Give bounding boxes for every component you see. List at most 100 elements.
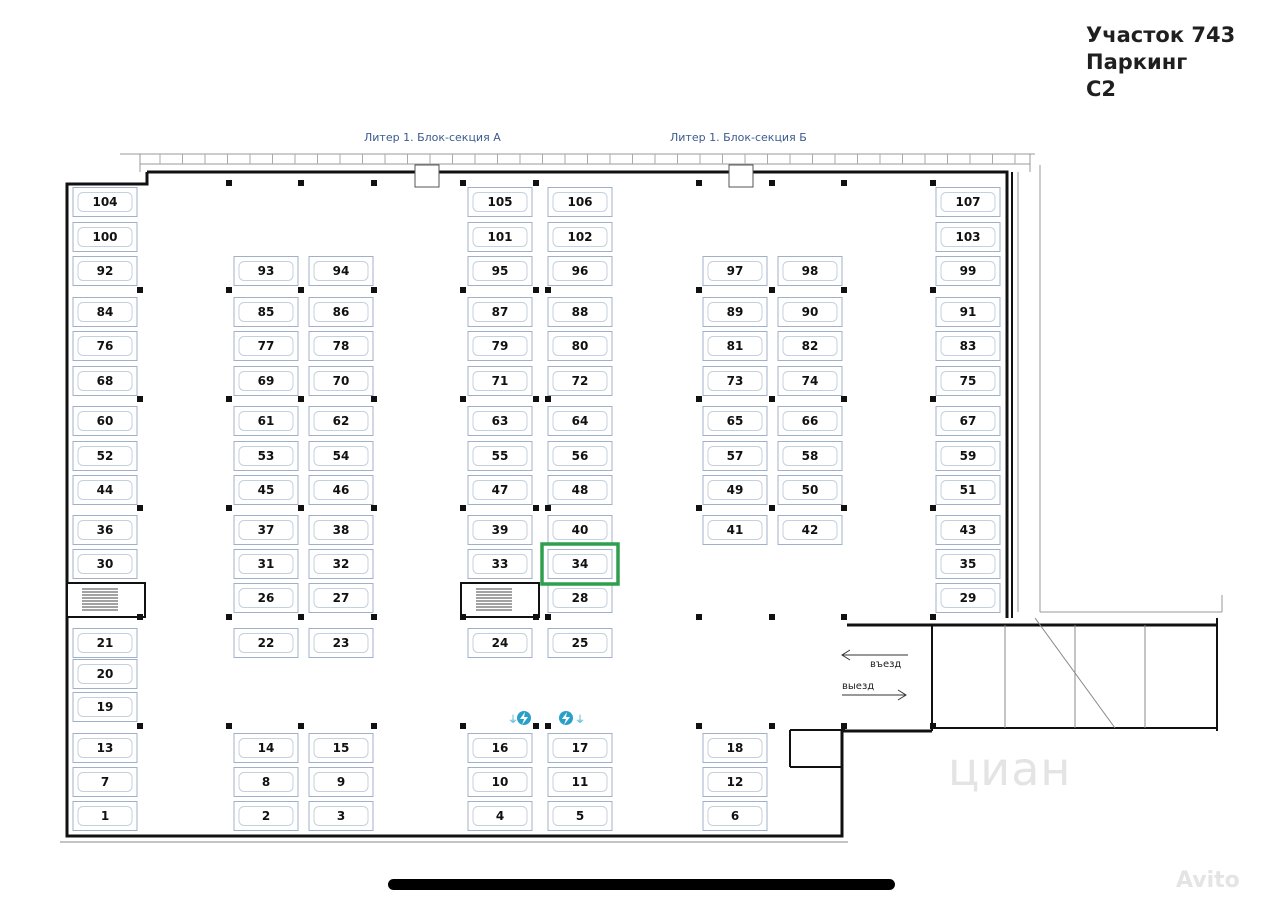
parking-spot-47[interactable]: 47 <box>467 475 533 505</box>
parking-spot-49[interactable]: 49 <box>702 475 768 505</box>
parking-spot-25[interactable]: 25 <box>547 628 613 658</box>
parking-spot-81[interactable]: 81 <box>702 331 768 361</box>
parking-spot-99[interactable]: 99 <box>935 256 1001 286</box>
parking-spot-70[interactable]: 70 <box>308 366 374 396</box>
parking-spot-72[interactable]: 72 <box>547 366 613 396</box>
parking-spot-43[interactable]: 43 <box>935 515 1001 545</box>
parking-spot-51[interactable]: 51 <box>935 475 1001 505</box>
parking-spot-2[interactable]: 2 <box>233 801 299 831</box>
parking-spot-24[interactable]: 24 <box>467 628 533 658</box>
parking-spot-53[interactable]: 53 <box>233 441 299 471</box>
parking-spot-66[interactable]: 66 <box>777 406 843 436</box>
parking-spot-57[interactable]: 57 <box>702 441 768 471</box>
parking-spot-46[interactable]: 46 <box>308 475 374 505</box>
parking-spot-15[interactable]: 15 <box>308 733 374 763</box>
parking-spot-44[interactable]: 44 <box>72 475 138 505</box>
parking-spot-88[interactable]: 88 <box>547 297 613 327</box>
parking-spot-97[interactable]: 97 <box>702 256 768 286</box>
parking-spot-104[interactable]: 104 <box>72 187 138 217</box>
parking-spot-38[interactable]: 38 <box>308 515 374 545</box>
parking-spot-100[interactable]: 100 <box>72 222 138 252</box>
parking-spot-9[interactable]: 9 <box>308 767 374 797</box>
parking-spot-35[interactable]: 35 <box>935 549 1001 579</box>
parking-spot-82[interactable]: 82 <box>777 331 843 361</box>
parking-spot-39[interactable]: 39 <box>467 515 533 545</box>
parking-spot-16[interactable]: 16 <box>467 733 533 763</box>
parking-spot-101[interactable]: 101 <box>467 222 533 252</box>
parking-spot-10[interactable]: 10 <box>467 767 533 797</box>
parking-spot-77[interactable]: 77 <box>233 331 299 361</box>
parking-spot-65[interactable]: 65 <box>702 406 768 436</box>
parking-spot-64[interactable]: 64 <box>547 406 613 436</box>
parking-spot-40[interactable]: 40 <box>547 515 613 545</box>
parking-spot-19[interactable]: 19 <box>72 692 138 722</box>
parking-spot-98[interactable]: 98 <box>777 256 843 286</box>
parking-spot-37[interactable]: 37 <box>233 515 299 545</box>
parking-spot-94[interactable]: 94 <box>308 256 374 286</box>
parking-spot-95[interactable]: 95 <box>467 256 533 286</box>
parking-spot-73[interactable]: 73 <box>702 366 768 396</box>
parking-spot-11[interactable]: 11 <box>547 767 613 797</box>
parking-spot-45[interactable]: 45 <box>233 475 299 505</box>
parking-spot-79[interactable]: 79 <box>467 331 533 361</box>
parking-spot-68[interactable]: 68 <box>72 366 138 396</box>
parking-spot-23[interactable]: 23 <box>308 628 374 658</box>
parking-spot-56[interactable]: 56 <box>547 441 613 471</box>
parking-spot-71[interactable]: 71 <box>467 366 533 396</box>
parking-spot-76[interactable]: 76 <box>72 331 138 361</box>
parking-spot-85[interactable]: 85 <box>233 297 299 327</box>
parking-spot-28[interactable]: 28 <box>547 583 613 613</box>
parking-spot-14[interactable]: 14 <box>233 733 299 763</box>
parking-spot-50[interactable]: 50 <box>777 475 843 505</box>
parking-spot-20[interactable]: 20 <box>72 659 138 689</box>
parking-spot-12[interactable]: 12 <box>702 767 768 797</box>
parking-spot-21[interactable]: 21 <box>72 628 138 658</box>
parking-spot-41[interactable]: 41 <box>702 515 768 545</box>
parking-spot-63[interactable]: 63 <box>467 406 533 436</box>
parking-spot-31[interactable]: 31 <box>233 549 299 579</box>
parking-spot-29[interactable]: 29 <box>935 583 1001 613</box>
parking-spot-80[interactable]: 80 <box>547 331 613 361</box>
parking-spot-4[interactable]: 4 <box>467 801 533 831</box>
parking-spot-59[interactable]: 59 <box>935 441 1001 471</box>
parking-spot-52[interactable]: 52 <box>72 441 138 471</box>
parking-spot-96[interactable]: 96 <box>547 256 613 286</box>
parking-spot-69[interactable]: 69 <box>233 366 299 396</box>
parking-spot-83[interactable]: 83 <box>935 331 1001 361</box>
parking-spot-107[interactable]: 107 <box>935 187 1001 217</box>
parking-spot-67[interactable]: 67 <box>935 406 1001 436</box>
parking-spot-86[interactable]: 86 <box>308 297 374 327</box>
parking-spot-8[interactable]: 8 <box>233 767 299 797</box>
parking-spot-89[interactable]: 89 <box>702 297 768 327</box>
parking-spot-61[interactable]: 61 <box>233 406 299 436</box>
parking-spot-3[interactable]: 3 <box>308 801 374 831</box>
parking-spot-48[interactable]: 48 <box>547 475 613 505</box>
parking-spot-13[interactable]: 13 <box>72 733 138 763</box>
parking-spot-91[interactable]: 91 <box>935 297 1001 327</box>
parking-spot-75[interactable]: 75 <box>935 366 1001 396</box>
parking-spot-87[interactable]: 87 <box>467 297 533 327</box>
parking-spot-30[interactable]: 30 <box>72 549 138 579</box>
parking-spot-7[interactable]: 7 <box>72 767 138 797</box>
parking-spot-54[interactable]: 54 <box>308 441 374 471</box>
parking-spot-78[interactable]: 78 <box>308 331 374 361</box>
parking-spot-62[interactable]: 62 <box>308 406 374 436</box>
parking-spot-58[interactable]: 58 <box>777 441 843 471</box>
parking-spot-32[interactable]: 32 <box>308 549 374 579</box>
parking-spot-6[interactable]: 6 <box>702 801 768 831</box>
parking-spot-1[interactable]: 1 <box>72 801 138 831</box>
parking-spot-33[interactable]: 33 <box>467 549 533 579</box>
parking-spot-17[interactable]: 17 <box>547 733 613 763</box>
parking-spot-102[interactable]: 102 <box>547 222 613 252</box>
parking-spot-27[interactable]: 27 <box>308 583 374 613</box>
parking-spot-90[interactable]: 90 <box>777 297 843 327</box>
parking-spot-22[interactable]: 22 <box>233 628 299 658</box>
parking-spot-34[interactable]: 34 <box>547 549 613 579</box>
parking-spot-103[interactable]: 103 <box>935 222 1001 252</box>
parking-spot-18[interactable]: 18 <box>702 733 768 763</box>
parking-spot-5[interactable]: 5 <box>547 801 613 831</box>
parking-spot-26[interactable]: 26 <box>233 583 299 613</box>
parking-spot-55[interactable]: 55 <box>467 441 533 471</box>
parking-spot-106[interactable]: 106 <box>547 187 613 217</box>
parking-spot-42[interactable]: 42 <box>777 515 843 545</box>
